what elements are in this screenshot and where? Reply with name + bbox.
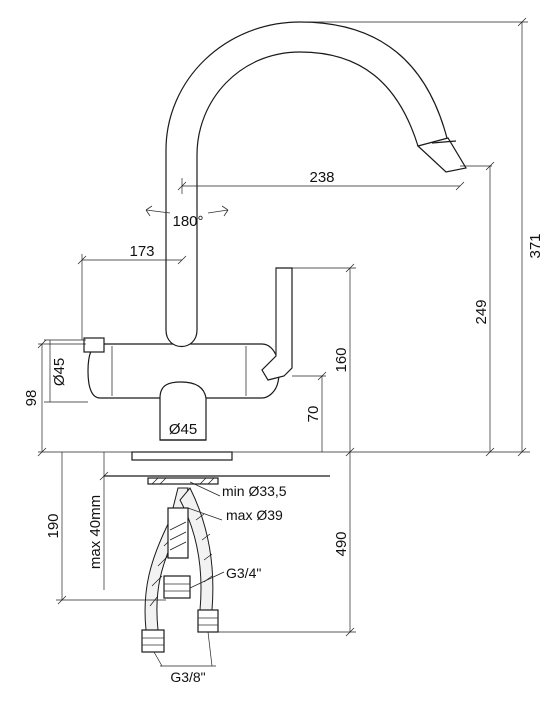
dim-lever-height: 249 (473, 299, 490, 324)
dim-thread-fitting: G3/4" (226, 565, 261, 581)
mixer-body (83, 267, 293, 461)
swivel-arrows-icon (145, 205, 229, 217)
dim-deck-thickness: max 40mm (87, 495, 104, 569)
dim-hole-min: min Ø33,5 (222, 483, 287, 499)
flexible-hoses (141, 487, 219, 653)
dim-spout-reach: 238 (309, 169, 334, 186)
dim-hole-max: max Ø39 (226, 507, 283, 523)
dim-swivel: 180° (172, 213, 203, 230)
dim-body-height: 98 (23, 390, 40, 407)
dim-thread-hose: G3/8" (170, 669, 205, 685)
dim-base-diameter: Ø45 (169, 421, 197, 438)
dim-body-diameter: Ø45 (51, 358, 68, 386)
dimension-ticks (37, 17, 527, 637)
dim-hose-length: 490 (333, 531, 350, 556)
dim-shank-length: 190 (45, 513, 62, 538)
spout (165, 21, 467, 330)
dim-body-width: 173 (129, 243, 154, 260)
deck-fixing (104, 475, 330, 485)
dim-body-top-height: 160 (333, 347, 350, 372)
dim-outlet-height: 70 (305, 406, 322, 423)
dim-total-height: 371 (527, 233, 544, 258)
dimension-lines (38, 21, 528, 667)
